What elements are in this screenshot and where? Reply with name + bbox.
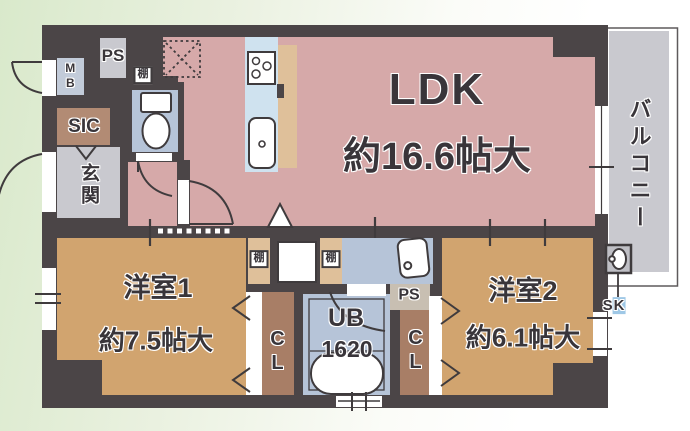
- room-size-bedroom2: 約6.1帖大: [465, 322, 581, 353]
- label-unit-bath-size: 1620: [321, 335, 373, 362]
- bedroom1-window: [35, 268, 61, 330]
- label-slop-sink-s: S: [602, 297, 613, 315]
- bathtub-icon: [310, 352, 384, 395]
- closet-left: [231, 292, 294, 395]
- bath-window: [336, 392, 382, 411]
- room-size-bedroom1: 約7.5帖大: [98, 325, 214, 356]
- closet-left-door-marks: [231, 295, 251, 393]
- meter-box-area: [57, 58, 84, 95]
- shoe-closet-area: [57, 108, 110, 145]
- pipe-space-area: [100, 38, 126, 78]
- closet-right: [400, 296, 461, 395]
- entrance-door-opening: [42, 152, 56, 212]
- label-closet-left: CL: [266, 328, 289, 376]
- toilet-room: [132, 90, 178, 197]
- room-size-ldk: 約16.6帖大: [343, 136, 531, 179]
- meter-box-door-opening: [42, 60, 56, 96]
- entrance-step-mark: [75, 145, 97, 161]
- washing-machine-pan: [277, 241, 317, 283]
- slop-sink-icon: [604, 243, 633, 297]
- room-label-bedroom2: 洋室2: [488, 275, 558, 306]
- wall-corner-top-right: [553, 25, 608, 57]
- bath-door-opening: [347, 284, 386, 296]
- hall-ldk-door: [177, 160, 234, 226]
- label-unit-bath: UB: [327, 303, 365, 332]
- wall-corner-bottom-left: [55, 360, 102, 408]
- label-shoe-closet: SIC: [68, 116, 100, 138]
- entrance-door-arc: [0, 153, 43, 195]
- kitchen-sink-icon: [248, 117, 276, 169]
- kitchen-counter: [245, 37, 297, 172]
- closet-right-door-marks: [440, 297, 461, 387]
- balcony: [605, 27, 679, 287]
- ldk-floor: [128, 37, 595, 226]
- label-shelf-left: 棚: [249, 250, 269, 268]
- openings: [0, 60, 614, 411]
- label-pipe-space-top: PS: [101, 46, 125, 66]
- toilet-bowl-icon: [141, 112, 171, 150]
- label-shelf-toilet: 棚: [133, 66, 153, 84]
- label-meter-box: MB: [63, 61, 78, 91]
- partition-marks: [148, 201, 547, 246]
- refrigerator-space: [163, 40, 201, 78]
- toilet-tank-icon: [140, 92, 172, 113]
- unit-bath-room: [303, 284, 390, 395]
- bath-door-arc: [329, 291, 386, 332]
- meter-box-door-arc: [11, 61, 43, 94]
- label-balcony: バルコニー: [626, 97, 652, 233]
- room-label-ldk: LDK: [388, 64, 486, 114]
- entrance-area: [57, 147, 120, 218]
- toilet-door-arc: [137, 160, 173, 197]
- bedroom2-window: [587, 312, 612, 356]
- label-slop-sink-k: K: [612, 297, 626, 315]
- stove-icon: [247, 51, 276, 85]
- label-pipe-space-bath: PS: [398, 286, 420, 304]
- washbasin-icon: [396, 237, 431, 279]
- label-slop-sink: SK: [602, 297, 626, 315]
- label-entrance: 玄関: [77, 163, 99, 207]
- wall-corner-bottom-right: [553, 363, 607, 408]
- toilet-door-opening: [136, 153, 172, 161]
- room-label-bedroom1: 洋室1: [123, 272, 193, 303]
- label-closet-right: CL: [404, 327, 427, 375]
- pipe-space-bath-area: [390, 284, 430, 310]
- label-shelf-right: 棚: [321, 250, 341, 268]
- ldk-balcony-window: [589, 106, 614, 214]
- door-swing-mark: [266, 201, 294, 228]
